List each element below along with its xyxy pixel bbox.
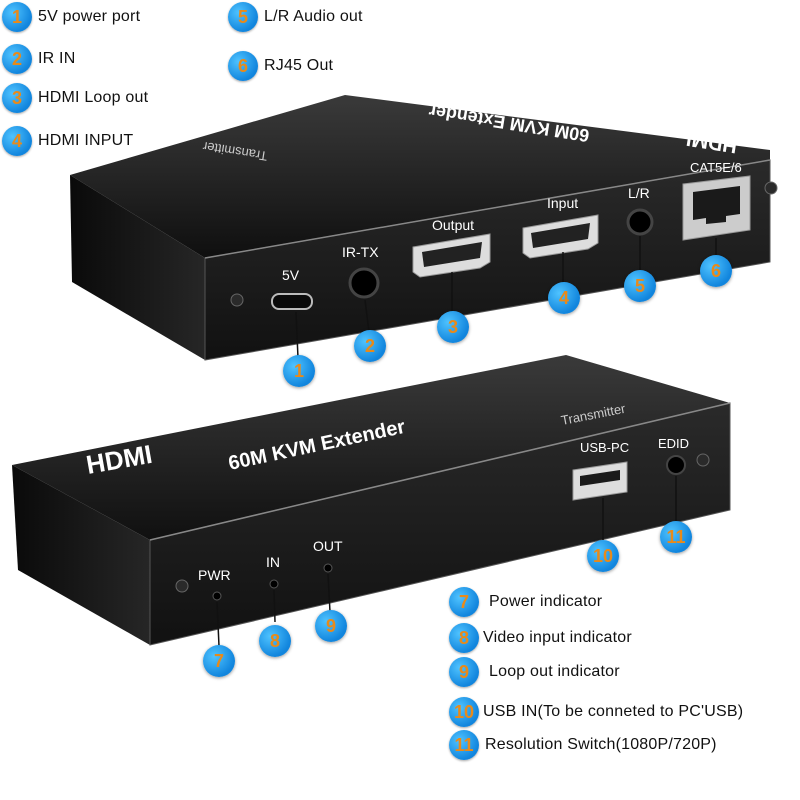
led-icon: [212, 591, 222, 601]
legend-item-9: 9 Loop out indicator: [449, 657, 620, 687]
label-usb-pc: USB-PC: [580, 440, 629, 455]
legend-label: L/R Audio out: [264, 8, 363, 25]
legend-item-3: 3 HDMI Loop out: [2, 83, 148, 113]
legend-label: Loop out indicator: [489, 663, 620, 680]
audio-jack-icon: [626, 208, 654, 236]
label-in: IN: [266, 554, 280, 570]
number-badge: 11: [449, 730, 479, 760]
legend-label: IR IN: [38, 50, 76, 67]
legend-label: Resolution Switch(1080P/720P): [485, 736, 717, 753]
callout-9: 9: [315, 610, 347, 642]
ir-jack-icon: [348, 267, 380, 299]
device-front: HDMI 60M KVM Extender Transmitter PWR IN…: [12, 355, 731, 647]
callout-5: 5: [624, 270, 656, 302]
legend-item-10: 10 USB IN(To be conneted to PC'USB): [449, 697, 743, 727]
legend-label: Video input indicator: [483, 629, 632, 646]
callout-6: 6: [700, 255, 732, 287]
legend-label: HDMI INPUT: [38, 132, 134, 149]
label-output: Output: [432, 217, 474, 233]
legend-item-7: 7 Power indicator: [449, 587, 602, 617]
number-badge: 3: [2, 83, 32, 113]
screw-icon: [764, 181, 778, 195]
legend-label: Power indicator: [489, 593, 603, 610]
callout-11: 11: [660, 521, 692, 553]
callout-7: 7: [203, 645, 235, 677]
device-back: 60M KVM Extender Transmitter HDMI 5V IR-…: [70, 95, 778, 361]
edid-button-icon: [666, 455, 686, 475]
label-5v: 5V: [282, 267, 300, 283]
legend-item-4: 4 HDMI INPUT: [2, 126, 133, 156]
callout-1: 1: [283, 355, 315, 387]
led-icon: [269, 579, 279, 589]
number-badge: 4: [2, 126, 32, 156]
number-badge: 8: [449, 623, 479, 653]
label-edid: EDID: [658, 436, 689, 451]
label-lr: L/R: [628, 185, 650, 201]
legend-item-1: 1 5V power port: [2, 2, 140, 32]
legend-label: RJ45 Out: [264, 57, 334, 74]
callout-8: 8: [259, 625, 291, 657]
legend-label: 5V power port: [38, 8, 141, 25]
back-left-side: [70, 175, 205, 360]
callout-4: 4: [548, 282, 580, 314]
screw-icon: [230, 293, 244, 307]
callout-2: 2: [354, 330, 386, 362]
number-badge: 9: [449, 657, 479, 687]
legend-item-6: 6 RJ45 Out: [228, 51, 333, 81]
label-ir-tx: IR-TX: [342, 244, 379, 260]
label-input: Input: [547, 195, 578, 211]
screw-icon: [696, 453, 710, 467]
label-cat5e: CAT5E/6: [690, 160, 742, 175]
front-left-side: [12, 465, 150, 645]
legend-label: USB IN(To be conneted to PC'USB): [483, 703, 744, 720]
number-badge: 5: [228, 2, 258, 32]
number-badge: 6: [228, 51, 258, 81]
screw-icon: [175, 579, 189, 593]
number-badge: 1: [2, 2, 32, 32]
number-badge: 7: [449, 587, 479, 617]
number-badge: 10: [449, 697, 479, 727]
callout-3: 3: [437, 311, 469, 343]
label-pwr: PWR: [198, 567, 231, 583]
legend-item-11: 11 Resolution Switch(1080P/720P): [449, 730, 717, 760]
label-out: OUT: [313, 538, 343, 554]
legend-label: HDMI Loop out: [38, 89, 149, 106]
callout-10: 10: [587, 540, 619, 572]
number-badge: 2: [2, 44, 32, 74]
led-icon: [323, 563, 333, 573]
legend-item-2: 2 IR IN: [2, 44, 75, 74]
legend-item-8: 8 Video input indicator: [449, 623, 632, 653]
usb-c-port-icon: [271, 293, 313, 310]
legend-item-5: 5 L/R Audio out: [228, 2, 363, 32]
